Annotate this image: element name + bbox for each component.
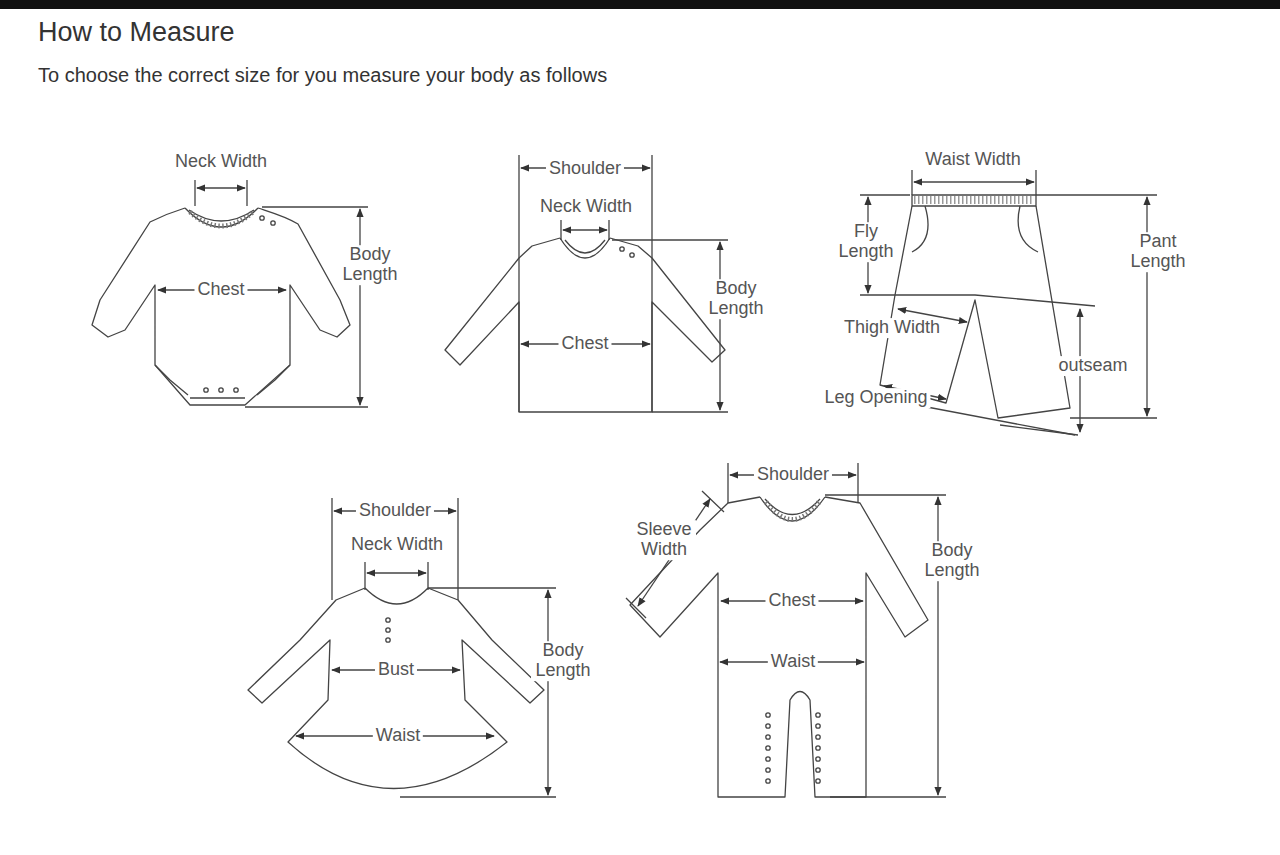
top-bar bbox=[0, 0, 1280, 9]
measure-label: Chest bbox=[765, 591, 818, 611]
measure-label: Thigh Width bbox=[841, 318, 943, 338]
snap-dot bbox=[816, 735, 820, 739]
snap-dot bbox=[766, 713, 770, 717]
dress-outline bbox=[248, 588, 544, 789]
measure-label: Leg Opening bbox=[821, 388, 930, 408]
measure-label: Neck Width bbox=[537, 197, 635, 217]
snap-dot bbox=[766, 779, 770, 783]
snap-dot bbox=[766, 735, 770, 739]
waistband bbox=[912, 195, 1036, 206]
snap-dot bbox=[816, 768, 820, 772]
measure-label: Waist bbox=[768, 652, 818, 672]
snap-dot bbox=[816, 779, 820, 783]
measure-label: Neck Width bbox=[172, 152, 270, 172]
measure-label: Waist bbox=[373, 726, 423, 746]
snap-dot bbox=[766, 746, 770, 750]
measure-label: Shoulder bbox=[356, 501, 434, 521]
measure-label: Body Length bbox=[531, 641, 595, 681]
measure-label: Fly Length bbox=[834, 222, 898, 262]
measure-label: Sleeve Width bbox=[632, 520, 696, 560]
snap-dot bbox=[816, 724, 820, 728]
measure-label: Shoulder bbox=[546, 159, 624, 179]
page-title: How to Measure bbox=[38, 17, 235, 48]
bodysuit-outline bbox=[92, 208, 350, 405]
sweater-outline bbox=[445, 238, 725, 412]
measure-label: Bust bbox=[375, 660, 417, 680]
measure-label: Body Length bbox=[338, 245, 402, 285]
pants-outline bbox=[880, 206, 1070, 418]
snap-dot bbox=[766, 768, 770, 772]
snap-dot bbox=[816, 713, 820, 717]
snap-dot bbox=[766, 757, 770, 761]
snap-dot bbox=[816, 757, 820, 761]
measure-label: outseam bbox=[1055, 356, 1130, 376]
page-subtitle: To choose the correct size for you measu… bbox=[38, 64, 607, 87]
measure-label: Body Length bbox=[920, 541, 984, 581]
romper-outline bbox=[630, 497, 928, 797]
measure-label: Chest bbox=[558, 334, 611, 354]
measure-label: Shoulder bbox=[754, 465, 832, 485]
measure-label: Body Length bbox=[704, 279, 768, 319]
measure-label: Neck Width bbox=[348, 535, 446, 555]
measure-label: Pant Length bbox=[1126, 232, 1190, 272]
measure-label: Chest bbox=[194, 280, 247, 300]
measure-label: Waist Width bbox=[922, 150, 1023, 170]
snap-dot bbox=[766, 724, 770, 728]
snap-dot bbox=[816, 746, 820, 750]
